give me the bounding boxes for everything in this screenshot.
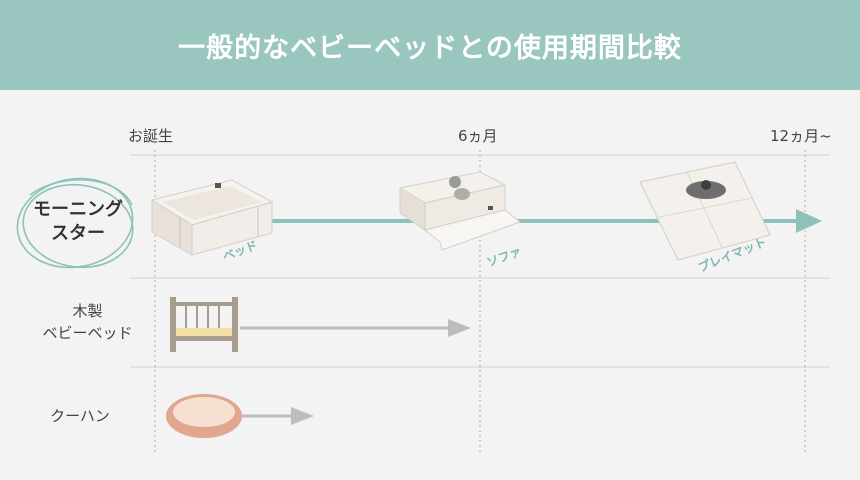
basket-icon — [166, 394, 242, 438]
diagram-graphics — [16, 150, 830, 455]
tick-12-months: 12ヵ月~ — [770, 127, 832, 145]
tick-birth: お誕生 — [128, 127, 174, 145]
gray-arrow-crib — [240, 319, 471, 337]
row-label-wooden-crib: 木製 ベビーベッド — [30, 300, 145, 344]
row-label-line: モーニング — [33, 199, 123, 220]
row-label-line: クーハン — [50, 407, 110, 425]
row-label-morning-star: モーニング スター — [18, 198, 138, 246]
row-label-line: ベビーベッド — [42, 324, 133, 342]
row-label-bassinet: クーハン — [30, 405, 130, 427]
tick-6-months: 6ヵ月 — [458, 127, 498, 145]
bed-product-image — [150, 179, 274, 256]
crib-icon — [170, 297, 238, 352]
page-title: 一般的なベビーベッドとの使用期間比較 — [178, 32, 682, 64]
playmat-product-image — [639, 161, 771, 261]
row-label-line: スター — [51, 223, 105, 244]
gray-arrow-basket — [242, 407, 314, 425]
sofa-product-image — [398, 171, 522, 251]
row-label-line: 木製 — [72, 302, 103, 320]
header-banner: 一般的なベビーベッドとの使用期間比較 — [0, 0, 860, 90]
comparison-diagram: お誕生 6ヵ月 12ヵ月~ モーニング スター 木製 ベビーベッド クーハン ベ… — [0, 90, 860, 480]
circle-scribble-icon — [16, 177, 134, 269]
